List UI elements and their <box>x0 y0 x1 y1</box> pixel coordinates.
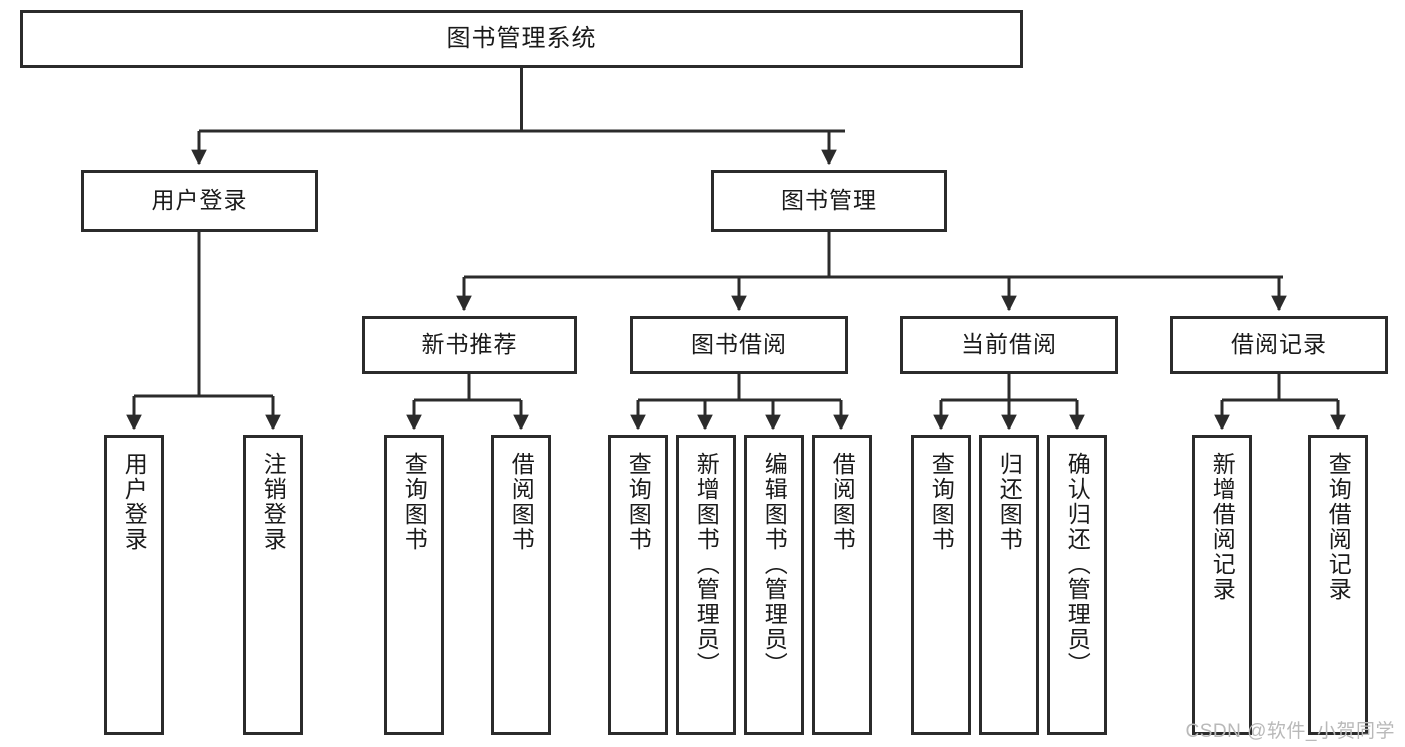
node-leaf-user-login-signout-label: 注销登录 <box>260 452 287 552</box>
node-leaf-record-query-label: 查询借阅记录 <box>1325 452 1352 602</box>
node-current-borrow[interactable]: 当前借阅 <box>900 316 1118 374</box>
node-leaf-new-book-query[interactable]: 查询图书 <box>384 435 444 735</box>
node-leaf-new-book-borrow-label: 借阅图书 <box>508 452 535 552</box>
node-root-system[interactable]: 图书管理系统 <box>20 10 1023 68</box>
node-new-book-recommend-label: 新书推荐 <box>421 331 518 358</box>
node-leaf-current-confirm-return-label: 确认归还（管理员） <box>1064 452 1091 677</box>
node-book-management-label: 图书管理 <box>781 187 877 214</box>
node-book-borrow[interactable]: 图书借阅 <box>630 316 848 374</box>
node-leaf-record-add[interactable]: 新增借阅记录 <box>1192 435 1252 735</box>
node-leaf-current-query-book[interactable]: 查询图书 <box>911 435 971 735</box>
node-leaf-borrow-borrow-book-label: 借阅图书 <box>829 452 856 552</box>
node-leaf-borrow-borrow-book[interactable]: 借阅图书 <box>812 435 872 735</box>
node-user-login[interactable]: 用户登录 <box>81 170 318 232</box>
node-leaf-borrow-add-book-label: 新增图书（管理员） <box>693 452 720 677</box>
node-leaf-new-book-borrow[interactable]: 借阅图书 <box>491 435 551 735</box>
node-borrow-record[interactable]: 借阅记录 <box>1170 316 1388 374</box>
node-leaf-borrow-edit-book-label: 编辑图书（管理员） <box>761 452 788 677</box>
node-book-management[interactable]: 图书管理 <box>711 170 947 232</box>
node-leaf-user-login-signout[interactable]: 注销登录 <box>243 435 303 735</box>
node-leaf-borrow-query-book-label: 查询图书 <box>625 452 652 552</box>
node-leaf-borrow-add-book[interactable]: 新增图书（管理员） <box>676 435 736 735</box>
node-leaf-current-confirm-return[interactable]: 确认归还（管理员） <box>1047 435 1107 735</box>
node-leaf-user-login-signin[interactable]: 用户登录 <box>104 435 164 735</box>
watermark: CSDN @软件_小贺同学 <box>1185 721 1395 742</box>
node-user-login-label: 用户登录 <box>151 187 248 214</box>
node-current-borrow-label: 当前借阅 <box>961 331 1057 358</box>
node-leaf-borrow-query-book[interactable]: 查询图书 <box>608 435 668 735</box>
node-leaf-current-return-book[interactable]: 归还图书 <box>979 435 1039 735</box>
node-leaf-borrow-edit-book[interactable]: 编辑图书（管理员） <box>744 435 804 735</box>
node-leaf-record-add-label: 新增借阅记录 <box>1209 452 1236 602</box>
node-new-book-recommend[interactable]: 新书推荐 <box>362 316 577 374</box>
node-root-system-label: 图书管理系统 <box>446 24 597 52</box>
node-book-borrow-label: 图书借阅 <box>691 331 787 358</box>
node-borrow-record-label: 借阅记录 <box>1231 331 1327 358</box>
node-leaf-new-book-query-label: 查询图书 <box>401 452 428 552</box>
node-leaf-current-return-book-label: 归还图书 <box>996 452 1023 552</box>
node-leaf-record-query[interactable]: 查询借阅记录 <box>1308 435 1368 735</box>
node-leaf-current-query-book-label: 查询图书 <box>928 452 955 552</box>
node-leaf-user-login-signin-label: 用户登录 <box>121 452 148 552</box>
